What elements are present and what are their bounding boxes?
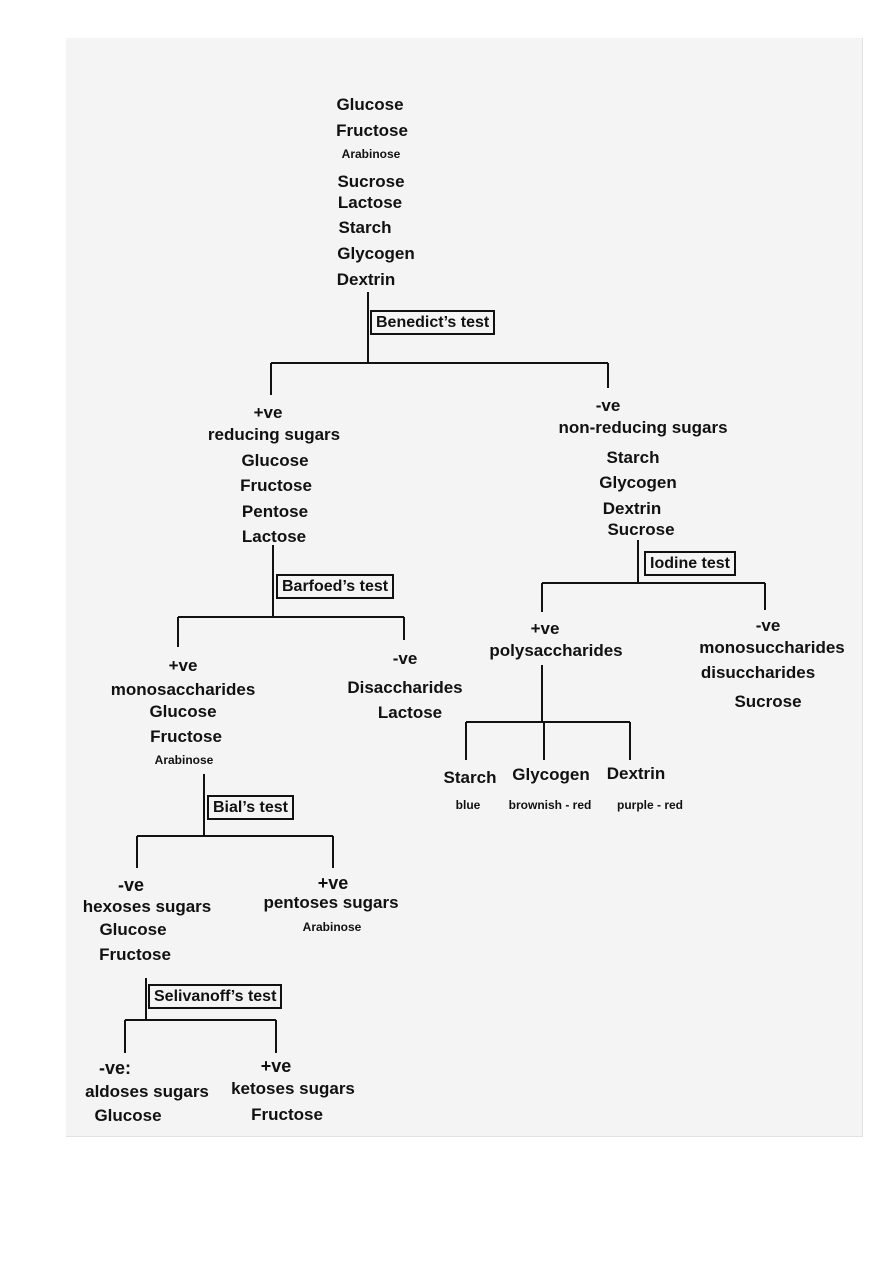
poly-color-starch: blue [455,798,481,812]
scanned-page [66,38,863,1137]
iodine-neg-line: disuccharides [700,663,816,682]
root-item-arabinose: Arabinose [341,147,401,161]
selivanoff-neg-item: Glucose [94,1106,162,1125]
root-item-sucrose: Sucrose [337,172,405,191]
benedict-pos-item: Pentose [241,502,309,521]
benedict-pos-item: Lactose [241,527,307,546]
bial-pos-sign: +ve [317,873,349,893]
poly-name-starch: Starch [443,768,497,787]
iodine-neg-line: Sucrose [734,692,802,711]
poly-color-glycogen: brownish - red [508,798,592,812]
poly-name-dextrin: Dextrin [606,764,666,783]
benedict-neg-item: Sucrose [607,520,675,539]
iodine-pos-sign: +ve [530,619,560,638]
benedict-neg-item: Dextrin [602,499,662,518]
bial-pos-item: Arabinose [302,920,362,934]
benedict-pos-item: Fructose [240,476,312,495]
bial-neg-item: Fructose [99,945,171,964]
iodine-test-box: Iodine test [644,551,737,576]
barfoed-pos-item: Glucose [149,702,217,721]
iodine-neg-line: monosuccharides [699,638,845,657]
selivanoff-pos-sign: +ve [260,1056,292,1076]
poly-name-glycogen: Glycogen [512,765,590,784]
benedict-neg-item: Glycogen [599,473,677,492]
barfoed-neg-sign: -ve [392,649,418,668]
root-item-glucose: Glucose [336,95,404,114]
poly-color-dextrin: purple - red [616,798,684,812]
bial-pos-label: pentoses sugars [263,893,399,912]
iodine-neg-sign: -ve [755,616,781,635]
root-item-glycogen: Glycogen [337,244,415,263]
benedict-pos-label: reducing sugars [207,425,341,444]
selivanoff-test-box: Selivanoff’s test [148,984,283,1009]
iodine-pos-label: polysaccharides [489,641,623,660]
barfoed-neg-item: Lactose [377,703,443,722]
benedict-neg-item: Starch [606,448,660,467]
barfoed-neg-label: Disaccharides [347,678,463,697]
barfoed-pos-item: Arabinose [154,753,214,767]
benedict-neg-sign: -ve [595,396,621,415]
barfoed-pos-item: Fructose [150,727,222,746]
barfoed-test-box: Barfoed’s test [276,574,395,599]
barfoed-pos-sign: +ve [168,656,198,675]
bial-neg-label: hexoses sugars [82,897,212,916]
selivanoff-neg-sign: -ve: [98,1058,132,1078]
benedict-neg-label: non-reducing sugars [558,418,728,437]
selivanoff-neg-label: aldoses sugars [85,1082,209,1101]
bial-test-box: Bial’s test [207,795,294,820]
bial-neg-sign: -ve [117,875,145,895]
root-item-fructose: Fructose [336,121,408,140]
root-item-dextrin: Dextrin [336,270,396,289]
root-item-lactose: Lactose [337,193,403,212]
selivanoff-pos-label: ketoses sugars [231,1079,355,1098]
selivanoff-pos-item: Fructose [251,1105,323,1124]
barfoed-pos-label: monosaccharides [110,680,256,699]
bial-neg-item: Glucose [99,920,167,939]
benedict-test-box: Benedict’s test [370,310,496,335]
root-item-starch: Starch [338,218,392,237]
benedict-pos-item: Glucose [241,451,309,470]
benedict-pos-sign: +ve [253,403,283,422]
